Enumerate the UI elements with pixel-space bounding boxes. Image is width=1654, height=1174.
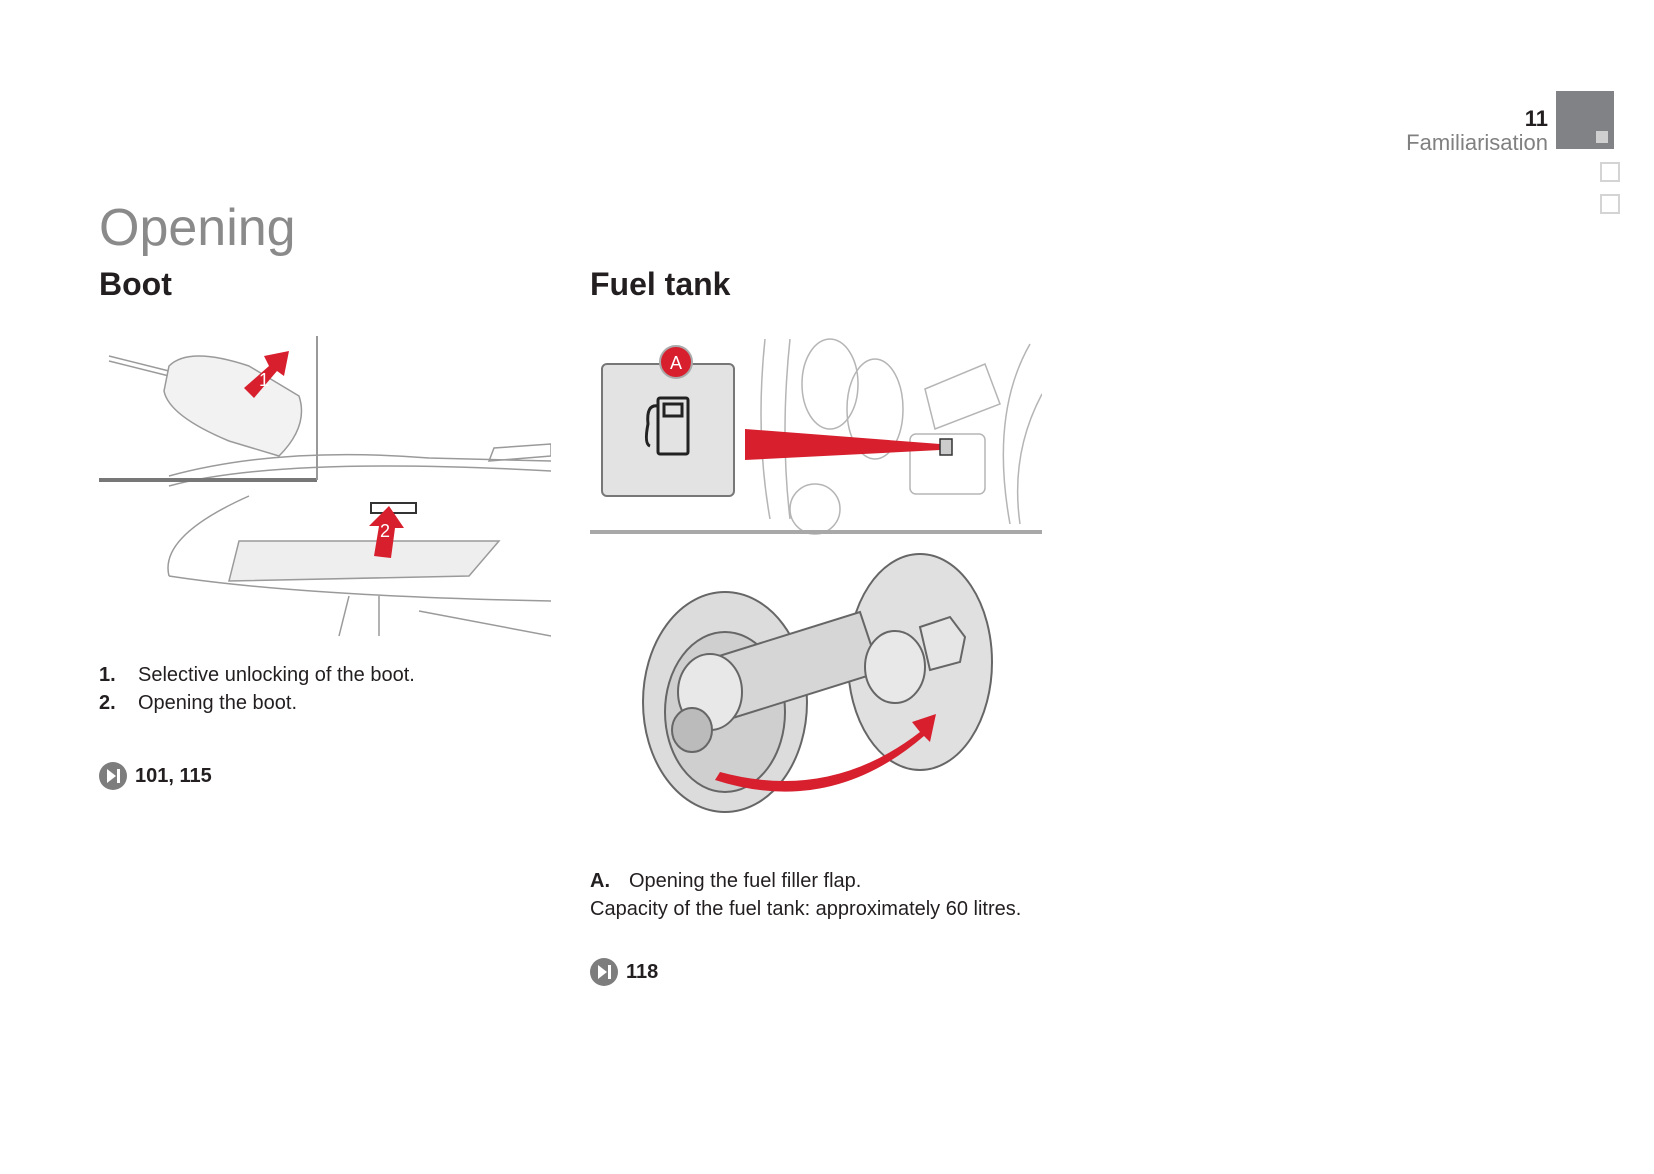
section-name: Familiarisation (1406, 130, 1548, 155)
list-item: A. Opening the fuel filler flap. (590, 870, 1021, 898)
fuel-flap-switch-illustration: A (601, 338, 1042, 535)
item-number: 1. (99, 664, 116, 686)
page-reference-link[interactable]: 101, 115 (99, 762, 212, 790)
boot-heading: Boot (99, 266, 172, 302)
fuel-tank-heading: Fuel tank (590, 266, 731, 302)
fuel-filler-flap-illustration (642, 553, 993, 813)
page-title: Opening (99, 199, 296, 257)
list-item: 2. Opening the boot. (99, 692, 415, 715)
page-number: 11 (1524, 106, 1548, 131)
chapter-tab (1600, 162, 1620, 182)
callout-1: 1 (259, 370, 269, 390)
item-text: Selective unlocking of the boot. (138, 664, 415, 686)
reference-pages: 118 (626, 960, 659, 983)
reference-pages: 101, 115 (135, 764, 212, 787)
item-number: A. (590, 870, 610, 892)
item-text: Opening the fuel filler flap. (629, 870, 862, 892)
boot-list: 1. Selective unlocking of the boot. 2. Ope… (99, 664, 415, 715)
list-item: 1. Selective unlocking of the boot. (99, 664, 415, 692)
chapter-tab-active (1556, 91, 1614, 149)
callout-a: A (670, 353, 682, 373)
reference-arrow-icon (590, 958, 618, 986)
item-text: Opening the boot. (138, 692, 298, 714)
callout-2: 2 (380, 521, 390, 541)
chapter-tab (1600, 194, 1620, 214)
divider (590, 530, 1042, 534)
fuel-text: A. Opening the fuel filler flap. Capacity… (590, 870, 1021, 921)
boot-illustration: 1 2 (99, 336, 551, 637)
capacity-text: Capacity of the fuel tank: approximately… (590, 898, 1022, 920)
item-number: 2. (99, 692, 116, 714)
reference-arrow-icon (99, 762, 127, 790)
page-reference-link[interactable]: 118 (590, 958, 658, 986)
